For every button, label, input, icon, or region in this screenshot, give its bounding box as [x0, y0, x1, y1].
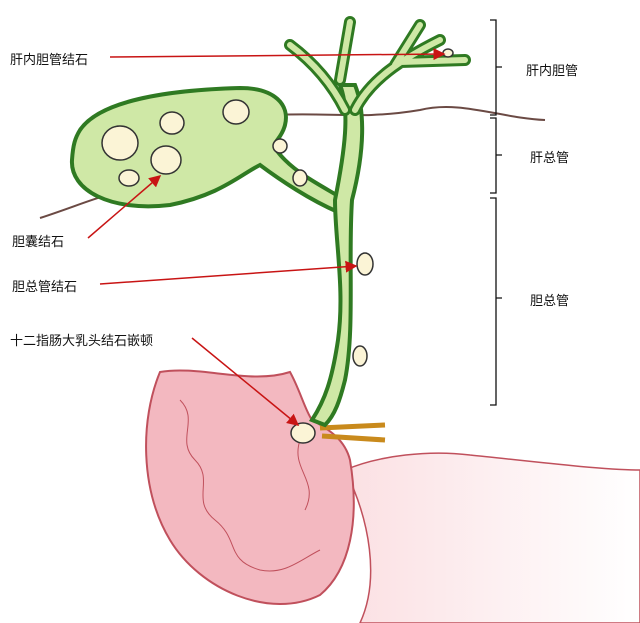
arrow-intrahepatic — [109, 48, 446, 61]
common-bile-duct — [308, 83, 365, 428]
duodenal-folds — [179, 399, 321, 572]
label-common-hepatic-duct: 肝总管 — [530, 151, 570, 166]
label-common-bile-duct: 胆总管 — [530, 294, 570, 309]
gallbladder-stones — [101, 99, 308, 187]
arrow-cbd — [99, 260, 358, 285]
label-intrahepatic-duct: 肝内胆管 — [526, 64, 579, 79]
braces — [490, 19, 502, 406]
arrow-papilla — [191, 337, 300, 426]
pancreatic-duct — [319, 422, 386, 443]
label-gallbladder-stone: 胆囊结石 — [12, 235, 65, 250]
duct-stones — [290, 48, 454, 444]
arrow-gallbladder — [87, 175, 162, 239]
liver-edge-line — [274, 106, 546, 121]
label-papilla-impaction: 十二指肠大乳头结石嵌顿 — [10, 334, 154, 349]
label-cbd-stone: 胆总管结石 — [12, 280, 78, 295]
pancreas-tissue — [343, 452, 640, 623]
label-intrahepatic-stone: 肝内胆管结石 — [10, 53, 89, 68]
